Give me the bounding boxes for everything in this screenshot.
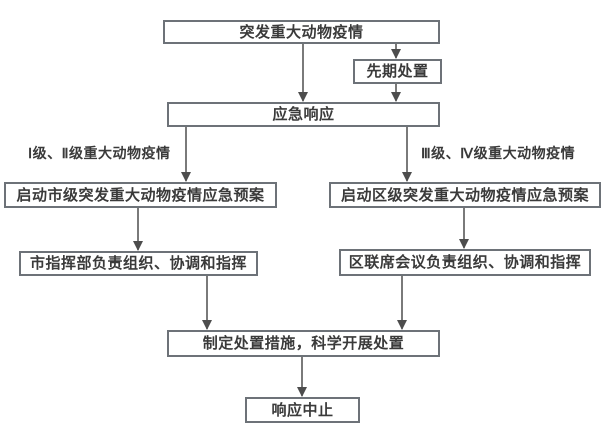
node-measures-label: 制定处置措施，科学开展处置 [202, 335, 405, 352]
node-district-meeting-label: 区联席会议负责组织、协调和指挥 [348, 254, 582, 271]
node-response-label: 应急响应 [272, 106, 335, 123]
node-city-plan-label: 启动市级突发重大动物疫情应急预案 [16, 186, 265, 204]
node-measures: 制定处置措施，科学开展处置 [167, 330, 440, 357]
node-outbreak: 突发重大动物疫情 [163, 20, 440, 44]
branch-label-level-3-4: Ⅲ级、Ⅳ级重大动物疫情 [421, 145, 576, 161]
node-termination-label: 响应中止 [271, 401, 334, 419]
node-preliminary-label: 先期处置 [366, 63, 429, 80]
node-district-plan-label: 启动区级突发重大动物疫情应急预案 [340, 186, 589, 204]
node-city-plan: 启动市级突发重大动物疫情应急预案 [4, 182, 277, 208]
node-outbreak-label: 突发重大动物疫情 [239, 23, 364, 41]
node-termination: 响应中止 [245, 397, 360, 423]
branch-label-level-1-2: Ⅰ级、Ⅱ级重大动物疫情 [28, 145, 171, 161]
node-district-plan: 启动区级突发重大动物疫情应急预案 [329, 182, 601, 208]
node-preliminary: 先期处置 [353, 59, 442, 84]
node-response: 应急响应 [167, 102, 440, 127]
node-district-meeting: 区联席会议负责组织、协调和指挥 [339, 249, 591, 276]
node-city-command-label: 市指挥部负责组织、协调和指挥 [29, 255, 247, 272]
node-city-command: 市指挥部负责组织、协调和指挥 [19, 251, 258, 276]
